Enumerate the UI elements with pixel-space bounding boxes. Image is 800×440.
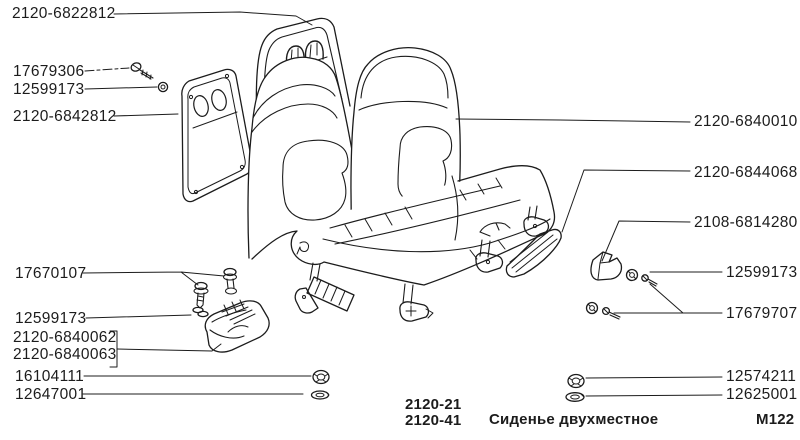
leader-2120-6840010 (455, 118, 691, 123)
model-code-2: 2120-41 (405, 412, 462, 429)
part-number-label: 12625001 (726, 386, 798, 403)
part-number-label: 2120-6822812 (12, 5, 116, 22)
bench-cushion (251, 165, 556, 286)
washer-icon (565, 392, 585, 402)
figure-caption: Сиденье двухместное (489, 411, 659, 428)
screw-icon (601, 306, 621, 320)
part-number-label: 12599173 (13, 81, 85, 98)
part-number-label: 17670107 (15, 265, 87, 282)
part-number-label: 2120-6840010 (694, 113, 798, 130)
leader-lines (82, 11, 723, 397)
part-number-label: 2120-6840062 (13, 329, 117, 346)
leader-17679306 (84, 67, 130, 72)
nut-icon (567, 373, 585, 389)
nut-icon (312, 369, 330, 385)
screw-icon (223, 267, 237, 295)
leader-12625001 (585, 394, 723, 397)
leader-17670107 (82, 271, 225, 286)
leader-2120-6822812 (113, 11, 313, 26)
washer-icon (585, 301, 599, 315)
part-number-label: 2120-6844068 (694, 164, 798, 181)
leader-12599173-top (84, 86, 158, 90)
part-number-label: 12599173 (15, 310, 87, 327)
leader-2120-6844068 (561, 169, 691, 233)
sheet-code: М122 (756, 411, 795, 428)
seat-legs (294, 205, 550, 322)
part-number-label: 12574211 (726, 368, 797, 385)
part-number-label: 12599173 (726, 264, 798, 281)
washer-icon (157, 81, 169, 93)
washer-icon (625, 268, 639, 282)
part-number-label: 17679707 (726, 305, 798, 322)
back-panel (181, 68, 253, 203)
part-number-label: 12647001 (15, 386, 87, 403)
part-number-label: 16104111 (15, 368, 85, 385)
sill-trim (505, 228, 562, 278)
leader-2120-6842812 (113, 113, 179, 117)
screw-icon (130, 62, 154, 80)
leader-2108-6814280 (601, 220, 691, 262)
leader-12599173-lower (85, 314, 192, 319)
part-number-label: 2108-6814280 (694, 214, 798, 231)
leader-12574211 (585, 376, 723, 379)
washer-icon (310, 390, 330, 400)
part-number-label: 17679306 (13, 63, 85, 80)
part-number-label: 2120-6840063 (13, 346, 117, 363)
part-number-label: 2120-6842812 (13, 108, 117, 125)
model-code-1: 2120-21 (405, 396, 462, 413)
screw-icon (193, 281, 209, 309)
bracket (590, 251, 623, 281)
leader-17679707 (613, 283, 723, 314)
washer-icon (192, 306, 209, 318)
latch-cover (204, 299, 270, 353)
screw-icon (641, 274, 658, 287)
leader-2120-6840062 (116, 343, 222, 352)
